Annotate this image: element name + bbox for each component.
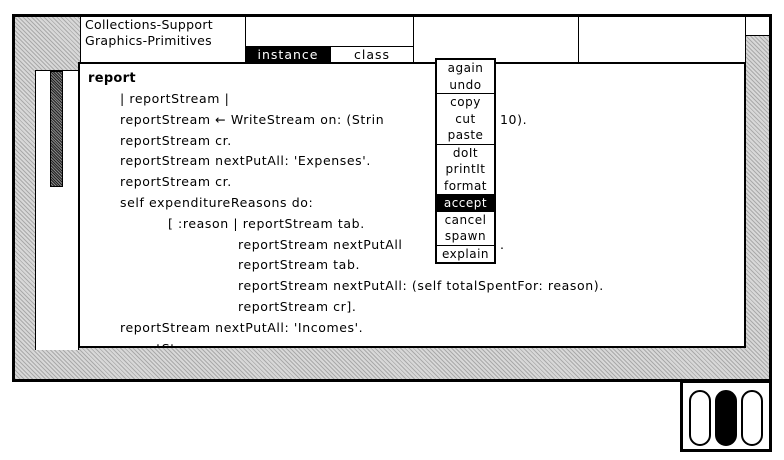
- scrollbar[interactable]: [35, 70, 79, 350]
- class-list[interactable]: [245, 16, 414, 47]
- code-line-continuation: .: [500, 236, 505, 252]
- code-line: reportStream cr.: [120, 341, 232, 346]
- code-line: reportStream ← WriteStream on: (Strin: [120, 111, 385, 127]
- menu-item-accept[interactable]: accept: [437, 194, 494, 212]
- menu-item-doit[interactable]: doIt: [437, 143, 494, 162]
- category-item[interactable]: Graphics-Primitives: [85, 33, 212, 48]
- code-line: reportStream cr.: [120, 174, 232, 190]
- code-line: [ :reason | reportStream tab.: [168, 215, 365, 231]
- method-title: report: [88, 71, 136, 86]
- code-line: reportStream cr].: [238, 299, 357, 314]
- window-corner-box[interactable]: [745, 16, 770, 36]
- code-line: self expenditureReasons do:: [120, 195, 314, 210]
- menu-item-undo[interactable]: undo: [449, 77, 482, 92]
- right-button-icon: [741, 390, 763, 446]
- code-line: | reportStream |: [120, 91, 230, 106]
- message-list[interactable]: [578, 16, 746, 63]
- category-list[interactable]: Collections-Support Graphics-Primitives: [80, 16, 246, 63]
- scrollbar-thumb[interactable]: [50, 71, 63, 187]
- protocol-list[interactable]: [413, 16, 579, 63]
- code-line: reportStream nextPutAll: (self totalSpen…: [238, 278, 604, 294]
- menu-item-explain[interactable]: explain: [437, 244, 494, 263]
- code-line: reportStream tab.: [238, 257, 361, 273]
- mouse-button-indicator: [680, 380, 772, 452]
- code-line: reportStream cr.: [120, 132, 232, 148]
- menu-item-cut[interactable]: cut: [455, 111, 476, 126]
- category-item[interactable]: Collections-Support: [85, 17, 213, 32]
- menu-item-again[interactable]: again: [447, 61, 484, 75]
- menu-item-spawn[interactable]: spawn: [444, 229, 487, 243]
- code-pane[interactable]: report | reportStream | reportStream ← Wr…: [78, 62, 746, 348]
- menu-item-printit[interactable]: printIt: [445, 162, 486, 176]
- class-switch[interactable]: class: [330, 46, 414, 63]
- left-button-icon: [689, 390, 711, 446]
- code-line: reportStream nextPutAll: 'Incomes'.: [120, 319, 364, 335]
- instance-switch[interactable]: instance: [245, 46, 331, 63]
- menu-item-paste[interactable]: paste: [447, 128, 484, 142]
- menu-item-copy[interactable]: copy: [437, 93, 494, 111]
- middle-button-pressed-icon: [715, 390, 737, 446]
- code-line: reportStream nextPutAll: [238, 236, 403, 252]
- code-line: reportStream nextPutAll: 'Expenses'.: [120, 153, 371, 169]
- menu-item-format[interactable]: format: [443, 178, 488, 193]
- code-line-continuation: 10).: [500, 111, 528, 127]
- menu-item-cancel[interactable]: cancel: [444, 212, 487, 227]
